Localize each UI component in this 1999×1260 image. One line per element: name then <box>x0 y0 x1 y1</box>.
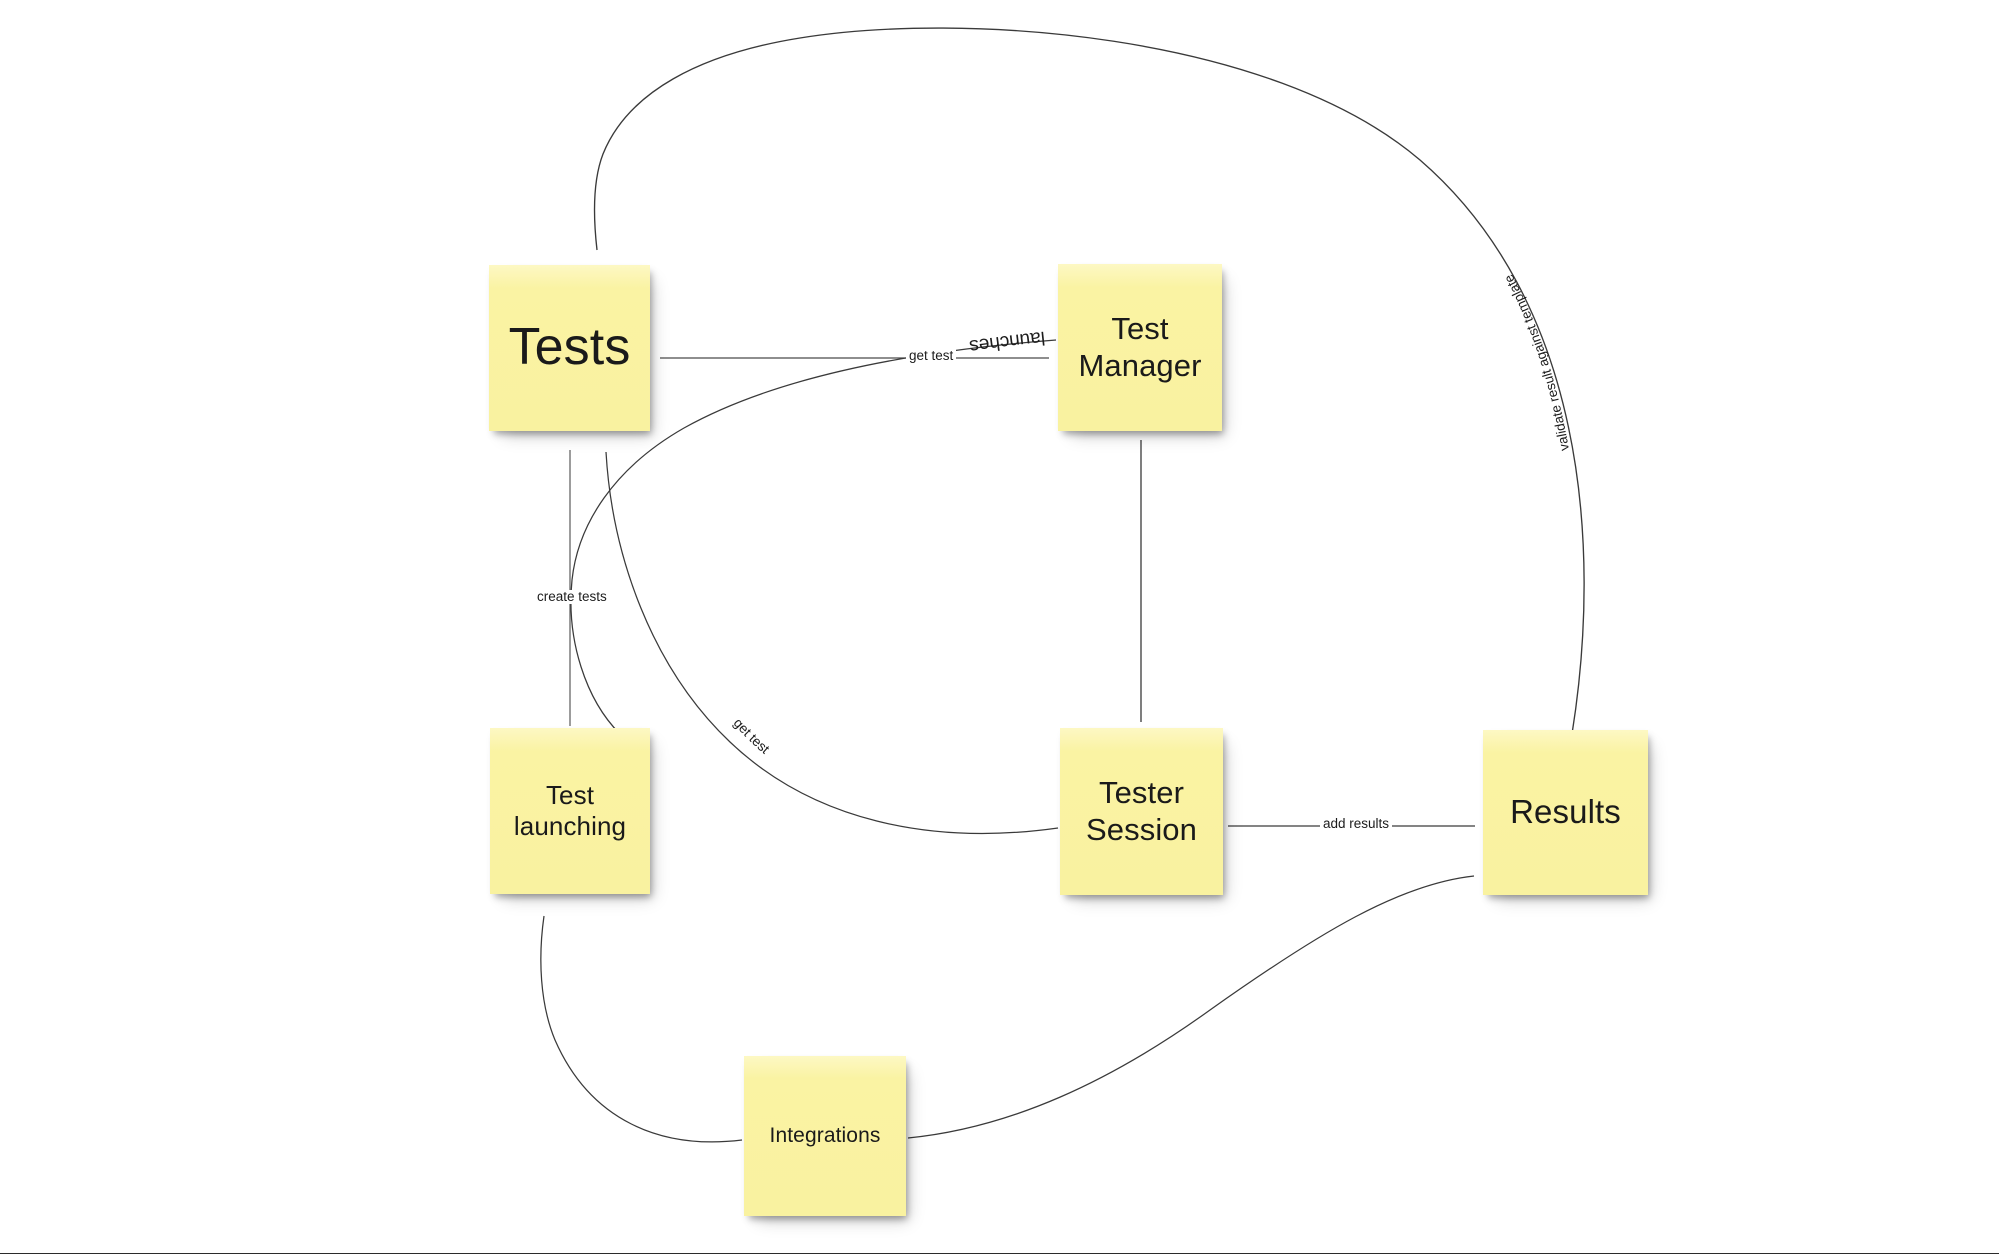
node-results[interactable]: Results <box>1483 730 1648 895</box>
edge-label-create-tests: create tests <box>534 589 610 605</box>
svg-text:get test: get test <box>731 715 773 757</box>
node-tests[interactable]: Tests <box>489 265 650 431</box>
edge-label-get-test-lower: get test <box>731 715 773 757</box>
edge-label-text: validate result against template <box>1501 272 1572 452</box>
edge-label-add-results: add results <box>1320 816 1393 832</box>
node-test-manager[interactable]: Test Manager <box>1058 264 1222 431</box>
edge-label-text: get test <box>731 715 773 757</box>
svg-text:validate result against templa: validate result against template <box>1501 272 1572 452</box>
node-results-label: Results <box>1510 793 1621 831</box>
edge-integrations-to-results <box>907 875 1475 1139</box>
edge-label-text: launches <box>968 327 1046 357</box>
node-tester-session[interactable]: Tester Session <box>1060 728 1223 895</box>
node-tester-session-label: Tester Session <box>1086 774 1197 847</box>
edge-integrations-to-testlaunching <box>540 915 743 1143</box>
edge-testersession-to-tests <box>605 451 1059 835</box>
node-test-launching-label: Test launching <box>513 780 627 841</box>
node-integrations[interactable]: Integrations <box>744 1056 906 1216</box>
node-tests-label: Tests <box>508 318 631 377</box>
node-test-manager-label: Test Manager <box>1078 310 1202 383</box>
edge-label-validate-result-against-template: validate result against template <box>1501 272 1572 452</box>
node-integrations-label: Integrations <box>769 1123 881 1147</box>
svg-text:launches: launches <box>968 327 1046 357</box>
bottom-divider <box>0 1253 1999 1254</box>
edge-label-get-test-upper: get test <box>906 348 957 364</box>
edge-label-launches: launches <box>968 327 1046 357</box>
node-test-launching[interactable]: Test launching <box>490 728 650 894</box>
